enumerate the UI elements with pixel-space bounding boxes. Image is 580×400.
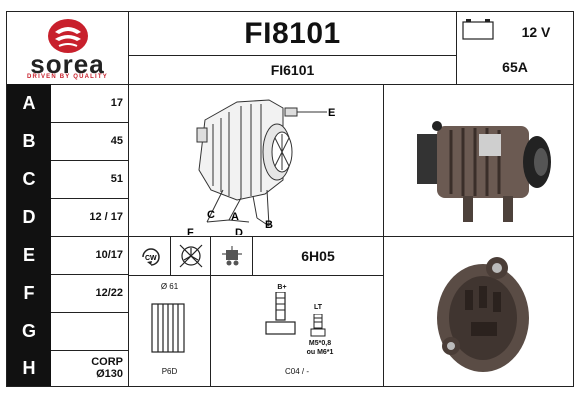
row-letter-g: G [7, 312, 51, 350]
dim-label-e: E [328, 107, 335, 119]
alt-reference: FI6101 [270, 62, 315, 78]
logo-wordmark: sorea [30, 48, 105, 79]
row-value-c: 51 [110, 173, 123, 185]
amperage-value: 65A [502, 59, 528, 75]
row-value-e: 10/17 [95, 249, 123, 261]
terminal-b-plus-icon [265, 292, 296, 335]
row-letter-c: C [7, 160, 51, 198]
pulley-icon [151, 303, 185, 353]
row-value-f: 12/22 [95, 287, 123, 299]
row-value-b: 45 [110, 135, 123, 147]
battery-icon [462, 19, 494, 40]
terminal-thread-spec: M5*0,8 ou M6*1 [297, 338, 343, 358]
logo-mark-icon [48, 19, 88, 53]
housing-label: CORP [91, 356, 123, 368]
rotation-direction-icon: CW [142, 248, 160, 266]
row-value-h: CORP Ø130 [51, 350, 129, 386]
row-value-d: 12 / 17 [89, 211, 123, 223]
regulator-code: 6H05 [301, 247, 335, 264]
row-value-g [51, 312, 129, 350]
brand-logo: sorea DRIVEN BY QUALITY [7, 12, 128, 84]
logo-tagline: DRIVEN BY QUALITY [27, 74, 108, 80]
thread-spec-m5: M5*0,8 [308, 340, 332, 347]
thread-spec-m6: ou M6*1 [306, 349, 334, 356]
dim-label-f: F [187, 227, 194, 235]
regulator-icon [222, 246, 242, 266]
alternator-dimension-drawing: E C A B F D [187, 99, 335, 235]
row-letter-a: A [7, 84, 51, 122]
dim-label-d: D [235, 227, 243, 235]
row-value-a: 17 [110, 97, 123, 109]
terminal-lt-icon [310, 314, 326, 337]
terminal-lt-label: LT [313, 303, 323, 311]
row-letter-f: F [7, 274, 51, 312]
terminal-b-plus-label: B+ [277, 283, 287, 291]
part-reference: FI8101 [244, 16, 341, 50]
alternator-rear-photo [437, 257, 529, 372]
row-letter-d: D [7, 198, 51, 236]
rotation-label: CW [145, 255, 157, 262]
voltage-value: 12 V [521, 24, 551, 40]
row-letter-b: B [7, 122, 51, 160]
no-fan-icon [179, 244, 203, 268]
row-letter-h: H [7, 350, 51, 386]
housing-diameter: Ø130 [96, 368, 123, 380]
alternator-side-photo [417, 121, 551, 222]
pulley-diameter: Ø 61 [160, 281, 179, 291]
product-sheet: sorea DRIVEN BY QUALITY FI8101 FI6101 12… [6, 11, 574, 387]
dim-label-b: B [265, 219, 273, 231]
dim-label-a: A [231, 211, 239, 223]
dim-label-c: C [207, 209, 215, 221]
pulley-type: P6D [161, 366, 178, 376]
row-letter-e: E [7, 236, 51, 274]
terminal-code: C04 / - [284, 366, 309, 376]
